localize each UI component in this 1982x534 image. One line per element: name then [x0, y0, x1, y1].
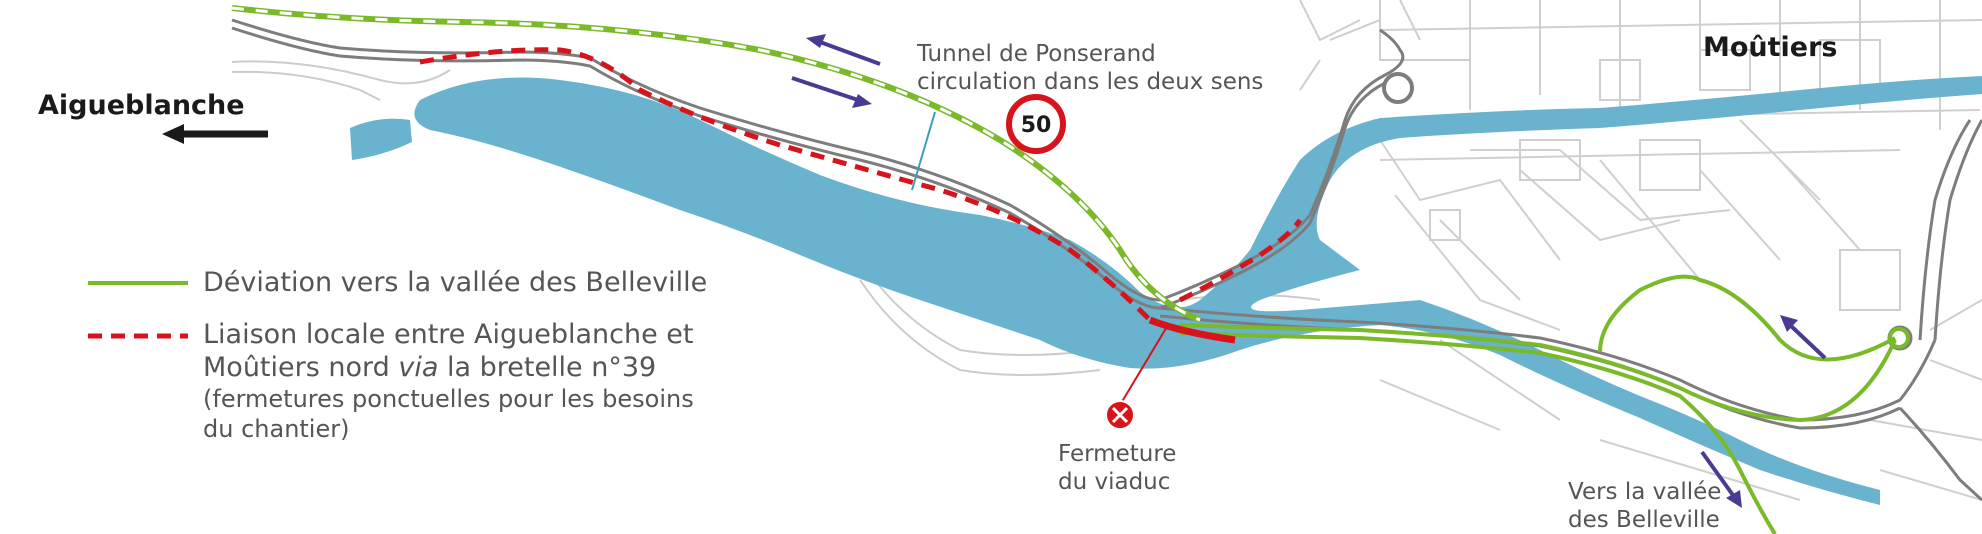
viaduct-closure-segment — [1148, 316, 1236, 344]
legend-red-line2-italic: via — [398, 352, 439, 383]
legend-samples — [88, 281, 188, 339]
legend-red-line2-suffix: la bretelle n°39 — [438, 352, 657, 383]
speed-limit-value: 50 — [1021, 113, 1052, 138]
legend-red-block: Liaison locale entre Aigueblanche et Moû… — [203, 318, 694, 444]
arrow-east-icon — [791, 76, 872, 108]
closure-marker — [1105, 324, 1169, 430]
legend-red-line2: Moûtiers nord via la bretelle n°39 — [203, 351, 694, 384]
legend-red-line1: Liaison locale entre Aigueblanche et — [203, 319, 694, 350]
arrow-west-icon — [806, 34, 881, 66]
destination-label: Vers la vallée des Belleville — [1568, 478, 1721, 534]
tunnel-label: Tunnel de Ponserand circulation dans les… — [917, 40, 1263, 96]
red-local-route — [419, 47, 1303, 322]
destination-label-line2: des Belleville — [1568, 507, 1720, 533]
arrow-to-aigueblanche-icon — [162, 124, 268, 144]
background-roads — [231, 19, 1381, 376]
street-grid — [1299, 0, 1982, 501]
tunnel-label-line2: circulation dans les deux sens — [917, 69, 1264, 95]
closure-label: Fermeture du viaduc — [1058, 440, 1176, 496]
legend-note-line1: (fermetures ponctuelles pour les besoins — [203, 385, 694, 413]
green-deviation-route — [1179, 274, 1910, 534]
legend-green-label: Déviation vers la vallée des Belleville — [203, 267, 708, 298]
closure-label-line1: Fermeture — [1058, 441, 1177, 467]
place-label-aigueblanche: Aigueblanche — [38, 90, 245, 121]
destination-label-line1: Vers la vallée — [1568, 479, 1722, 505]
direction-arrows — [791, 34, 1827, 508]
tunnel-route — [231, 5, 1202, 323]
tunnel-connector — [911, 111, 936, 191]
place-label-moutiers: Moûtiers — [1703, 32, 1838, 63]
legend-red-line2-prefix: Moûtiers nord — [203, 352, 399, 383]
arrow-southeast-icon — [1700, 450, 1742, 508]
legend-note-line2: du chantier) — [203, 415, 350, 443]
arrow-northwest-icon — [1780, 315, 1827, 360]
tunnel-label-line1: Tunnel de Ponserand — [917, 41, 1156, 67]
speed-limit-sign: 50 — [1006, 94, 1066, 154]
closure-label-line2: du viaduc — [1058, 469, 1171, 495]
river — [350, 76, 1982, 505]
